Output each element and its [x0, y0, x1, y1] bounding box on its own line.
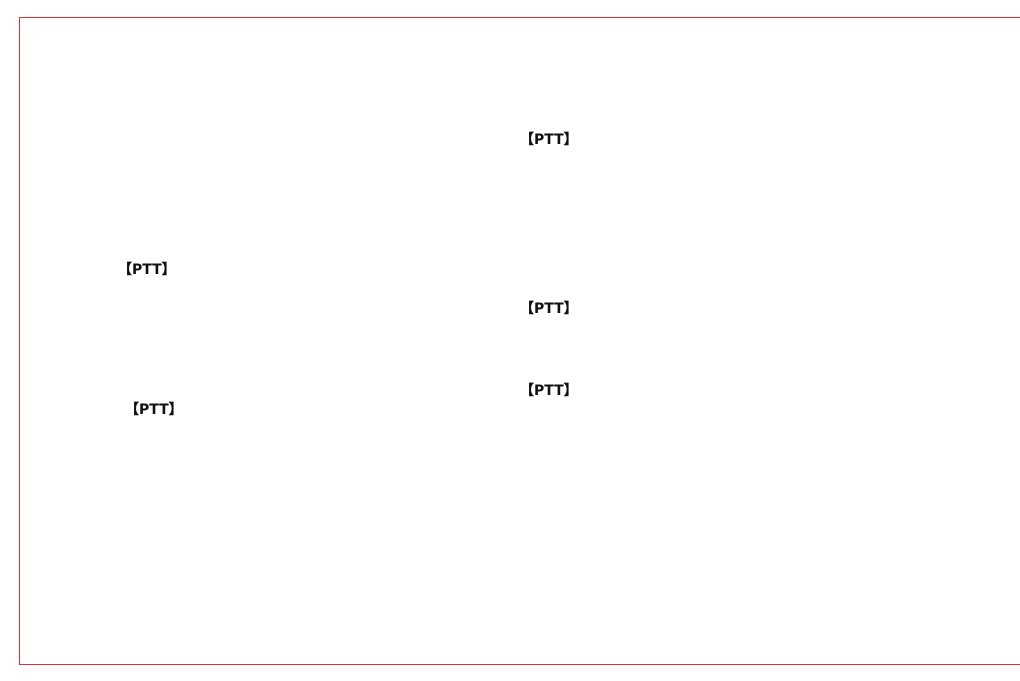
ptt-tag-4[interactable]: 【PTT】 [520, 383, 578, 399]
ptt-tag-1[interactable]: 【PTT】 [520, 132, 578, 148]
ptt-tag-2[interactable]: 【PTT】 [118, 262, 176, 278]
content-frame [19, 17, 1020, 665]
ptt-tag-3[interactable]: 【PTT】 [520, 301, 578, 317]
ptt-tag-5[interactable]: 【PTT】 [125, 402, 183, 418]
